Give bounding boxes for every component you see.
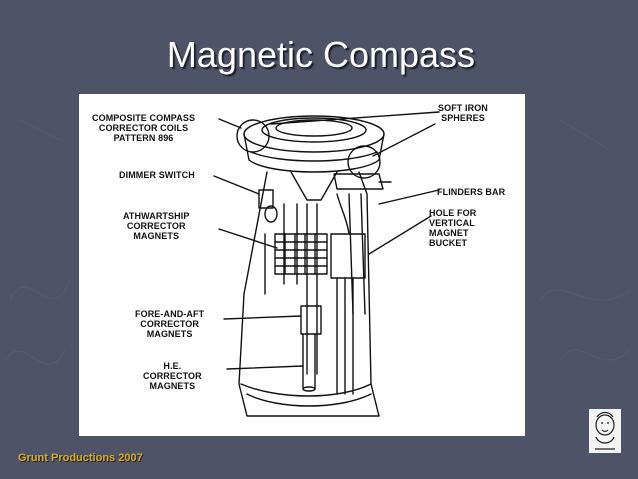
soft-iron-sphere-right	[347, 145, 381, 179]
soft-iron-sphere-left	[236, 119, 270, 153]
label-fore-aft-magnets: FORE-AND-AFT CORRECTOR MAGNETS	[135, 309, 205, 339]
footer-credit: Grunt Productions 2007	[18, 452, 143, 464]
compass-binnacle-drawing	[213, 111, 440, 417]
label-soft-iron-spheres: SOFT IRON SPHERES	[438, 103, 488, 123]
grunt-logo-drawing	[595, 411, 615, 450]
vertical-magnet-bucket	[330, 233, 366, 279]
label-he-corrector-magnets: H.E. CORRECTOR MAGNETS	[143, 361, 202, 391]
label-hole-vertical-magnet-bucket: HOLE FOR VERTICAL MAGNET BUCKET	[429, 208, 477, 248]
compass-diagram: COMPOSITE COMPASS CORRECTOR COILS PATTER…	[79, 94, 525, 436]
dimmer-switch-box	[258, 189, 274, 209]
label-dimmer-switch: DIMMER SWITCH	[119, 170, 195, 180]
label-flinders-bar: FLINDERS BAR	[437, 187, 506, 197]
binnacle-body	[238, 171, 380, 417]
flinders-bar	[348, 193, 366, 315]
label-corrector-coils: COMPOSITE COMPASS CORRECTOR COILS PATTER…	[92, 113, 196, 143]
athwartship-magnets	[274, 233, 328, 275]
slide-title: Magnetic Compass	[166, 34, 476, 75]
he-corrector-tube	[302, 333, 316, 390]
label-athwartship-magnets: ATHWARTSHIP CORRECTOR MAGNETS	[123, 211, 190, 241]
fore-aft-magnets	[300, 305, 322, 335]
grunt-logo	[589, 409, 621, 453]
